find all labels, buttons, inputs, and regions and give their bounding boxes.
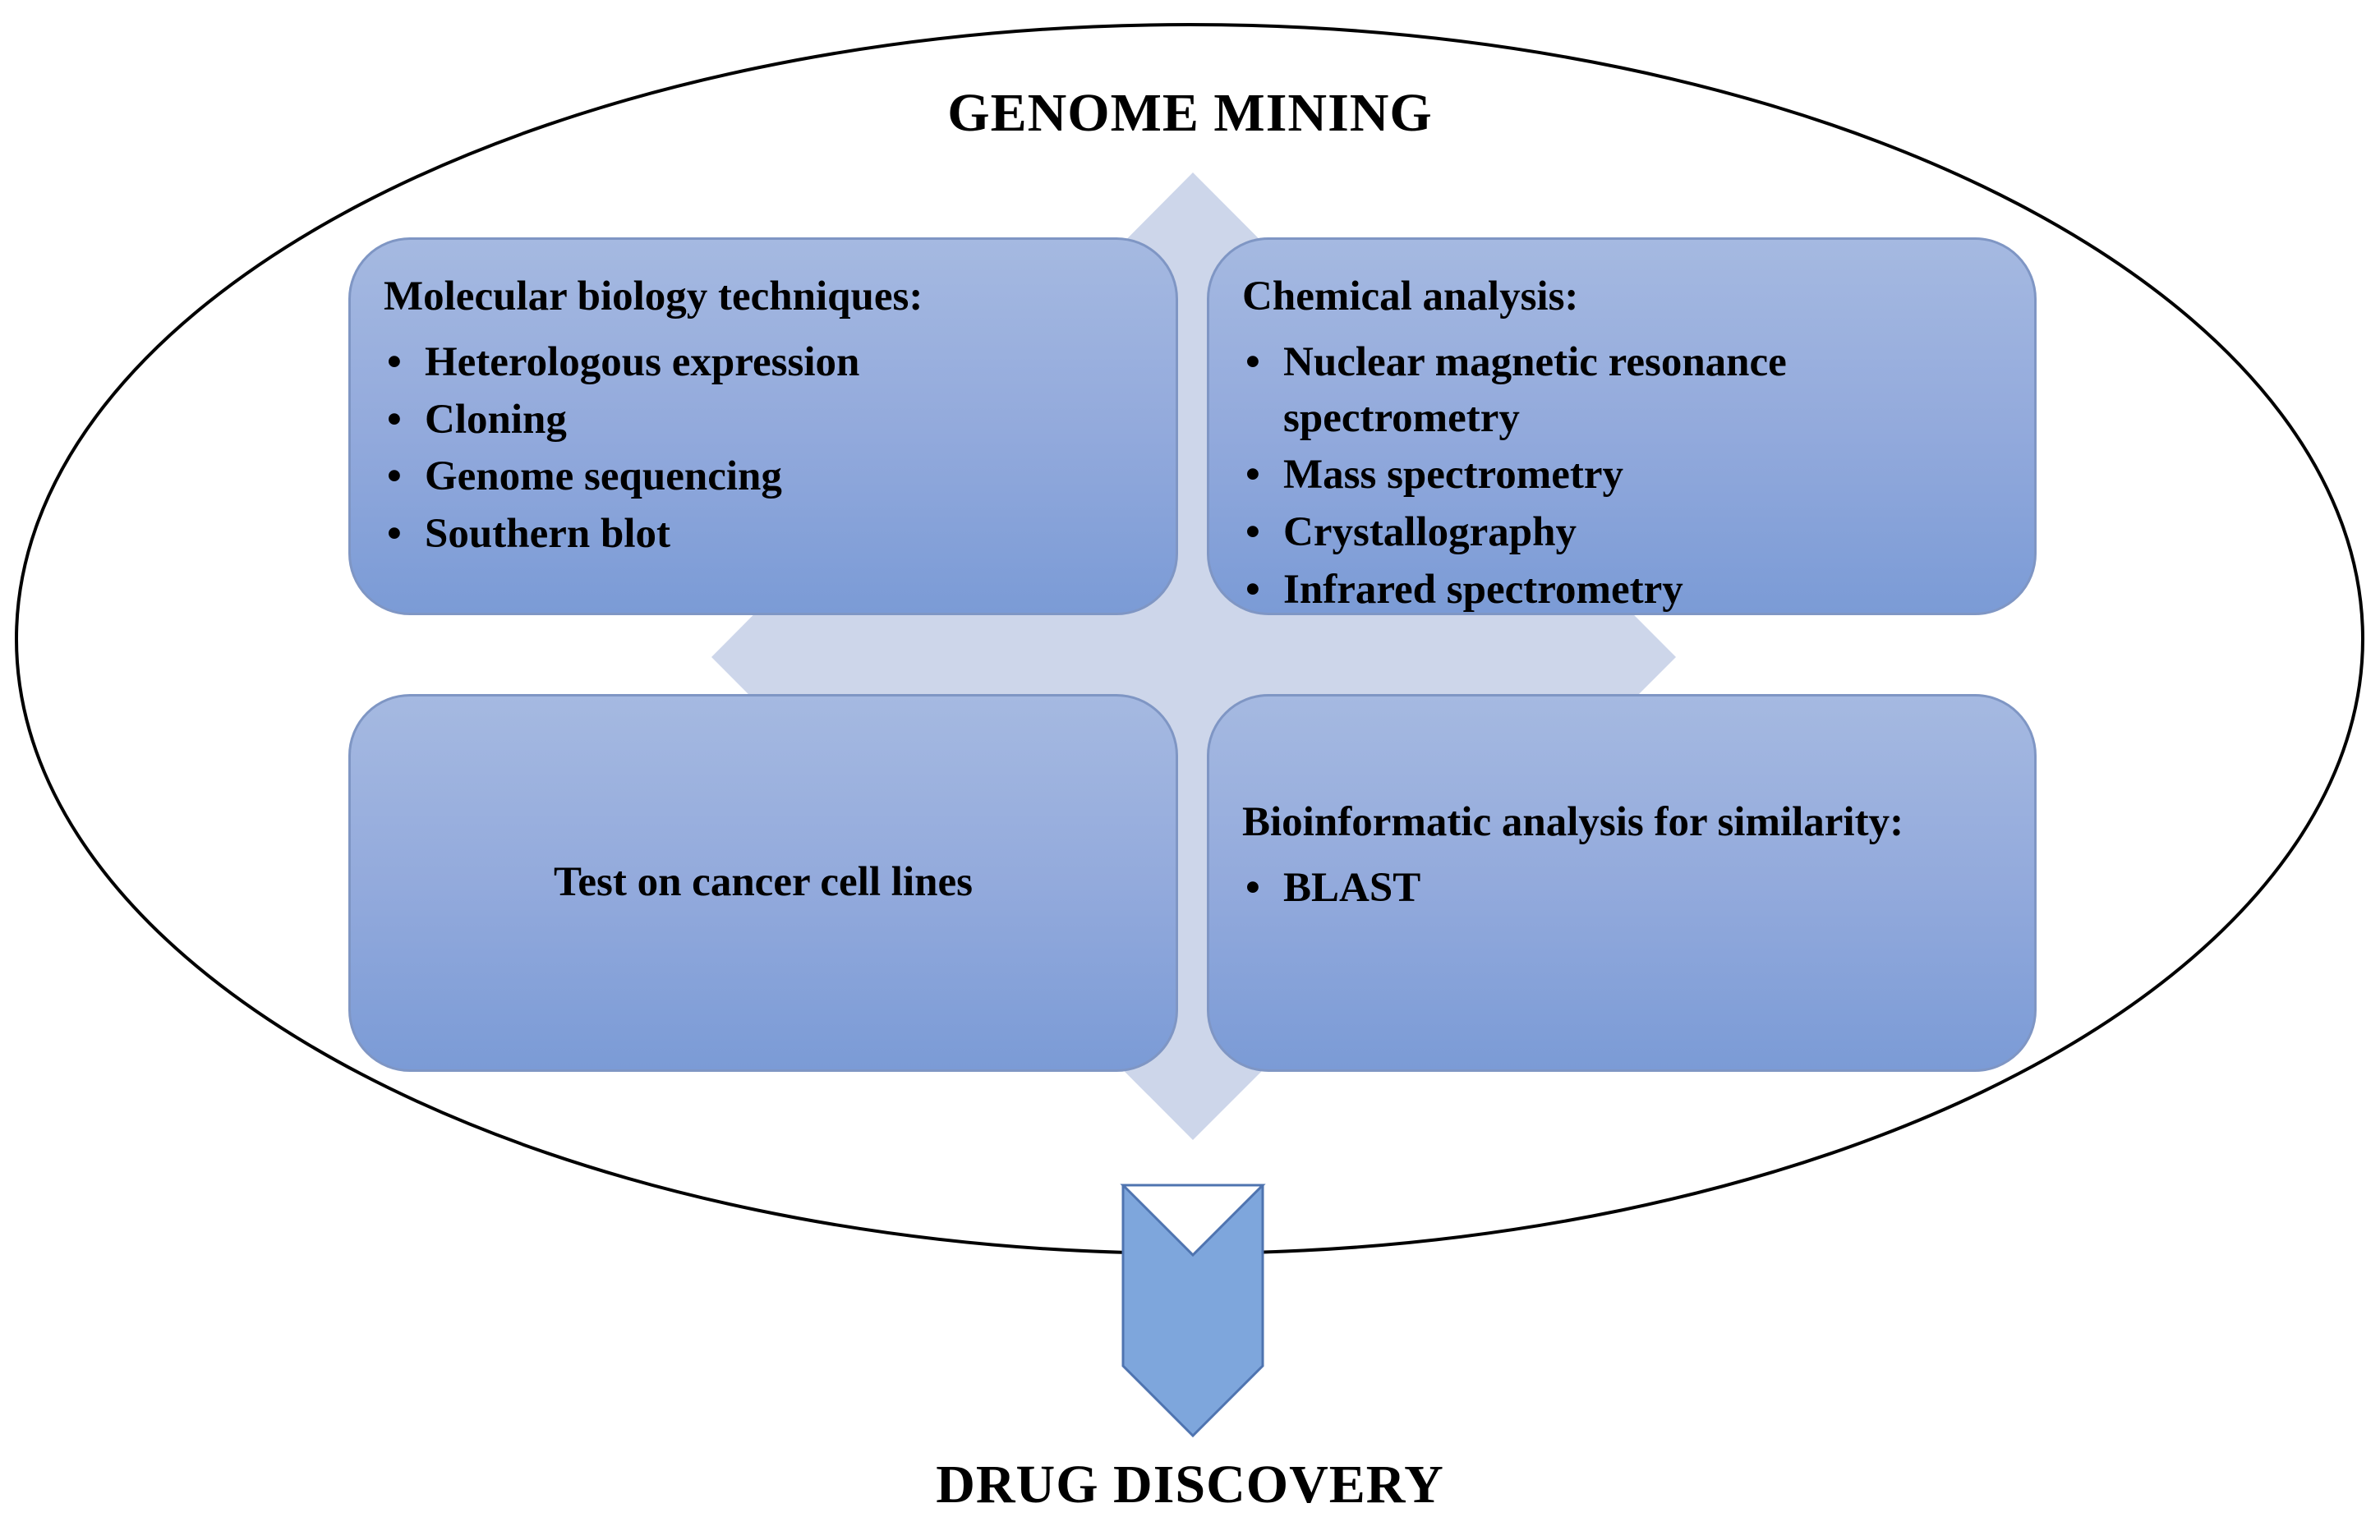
list-item: •Nuclear magnetic resonance spectrometry	[1242, 335, 1908, 447]
bioinformatic-analysis-list: •BLAST	[1242, 861, 2034, 917]
chemical-analysis-heading: Chemical analysis:	[1242, 274, 1579, 319]
bullet-icon: •	[1245, 452, 1260, 499]
list-item: •Cloning	[384, 393, 1176, 448]
bullet-icon: •	[387, 453, 402, 500]
bullet-icon: •	[1245, 567, 1260, 614]
bioinformatic-analysis-box: Bioinformatic analysis for similarity: •…	[1207, 694, 2037, 1072]
list-item: •Heterologous expression	[384, 335, 1176, 391]
chemical-analysis-box: Chemical analysis: •Nuclear magnetic res…	[1207, 237, 2037, 615]
list-item: •Mass spectrometry	[1242, 448, 2034, 503]
list-item: •Infrared spectrometry	[1242, 563, 2034, 618]
chemical-analysis-list: •Nuclear magnetic resonance spectrometry…	[1242, 335, 2034, 618]
list-item: •Southern blot	[384, 507, 1176, 563]
cancer-cell-test-label: Test on cancer cell lines	[554, 859, 973, 906]
bullet-icon: •	[387, 338, 402, 385]
bullet-icon: •	[387, 511, 402, 558]
molecular-biology-box: Molecular biology techniques: •Heterolog…	[348, 237, 1178, 615]
bullet-icon: •	[1245, 864, 1260, 911]
bullet-icon: •	[1245, 509, 1260, 556]
bullet-icon: •	[387, 396, 402, 443]
genome-mining-title: GENOME MINING	[947, 83, 1433, 143]
molecular-biology-heading: Molecular biology techniques:	[384, 274, 923, 319]
bullet-icon: •	[1245, 338, 1260, 385]
list-item: •Genome sequencing	[384, 449, 1176, 505]
cancer-cell-test-box: Test on cancer cell lines	[348, 694, 1178, 1072]
list-item: •Crystallography	[1242, 505, 2034, 561]
bioinformatic-analysis-heading: Bioinformatic analysis for similarity:	[1242, 799, 1904, 845]
list-item: •BLAST	[1242, 861, 2034, 917]
molecular-biology-list: •Heterologous expression •Cloning •Genom…	[384, 335, 1176, 563]
drug-discovery-title: DRUG DISCOVERY	[936, 1455, 1444, 1515]
